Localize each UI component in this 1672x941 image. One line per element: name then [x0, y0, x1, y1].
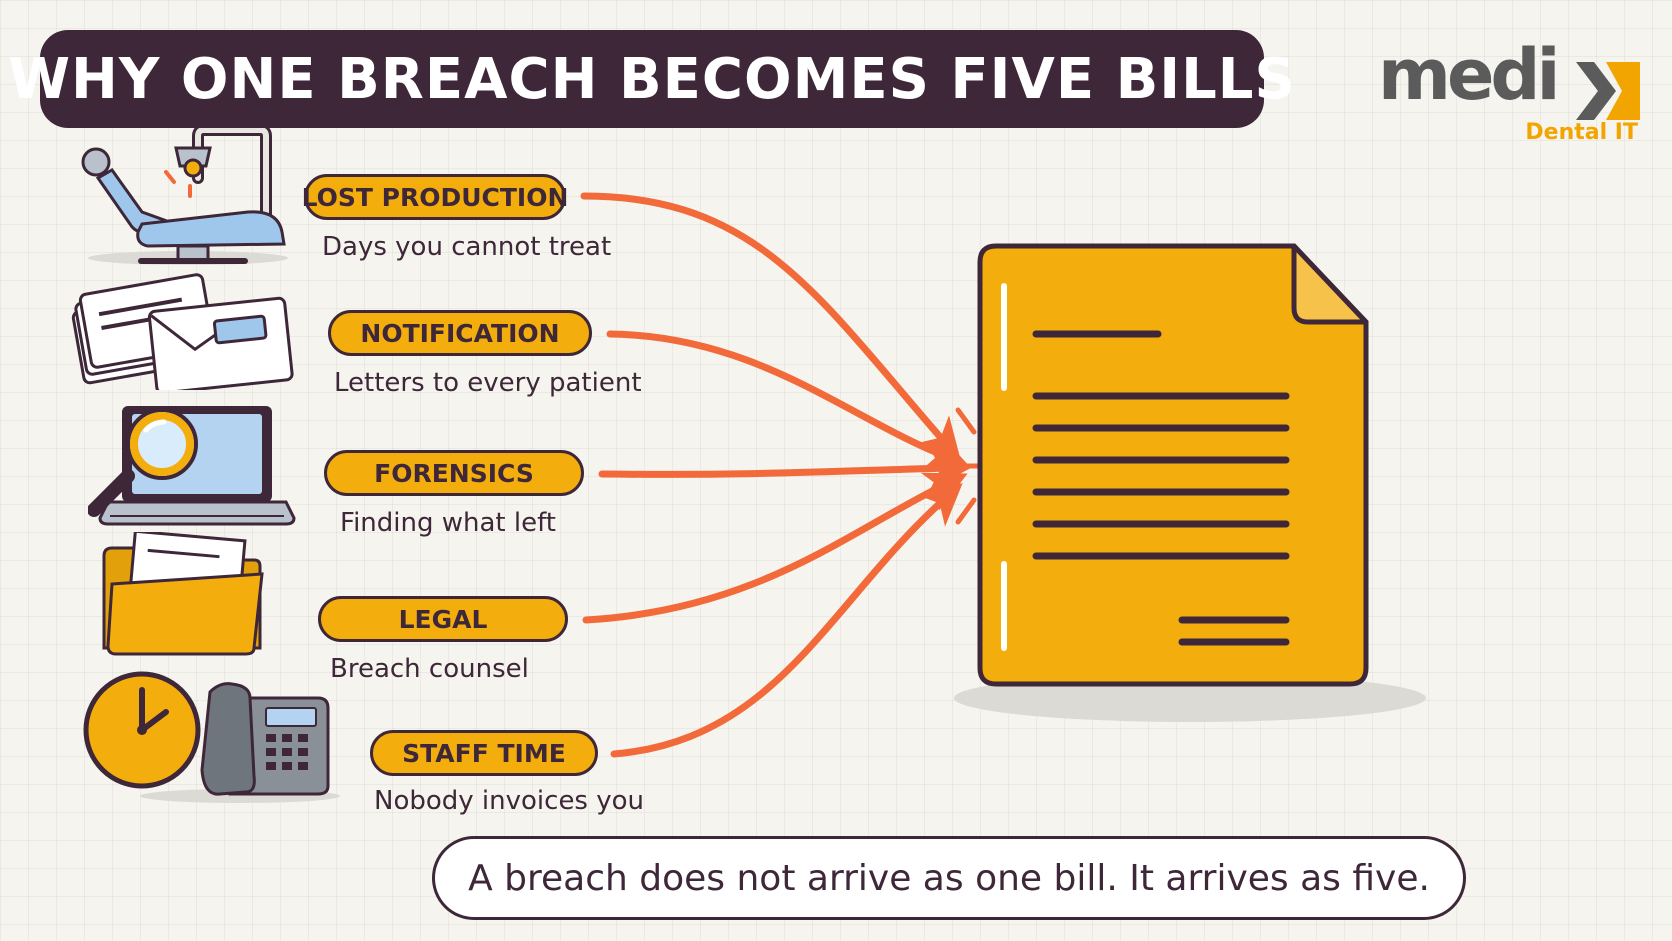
- logo-subtitle: Dental IT: [1525, 120, 1638, 145]
- page-title: WHY ONE BREACH BECOMES FIVE BILLS: [8, 46, 1296, 112]
- cost-pill-forensics: FORENSICS: [324, 450, 584, 496]
- cost-desc-staff-time: Nobody invoices you: [374, 786, 645, 816]
- folder-icon: [102, 532, 264, 656]
- cost-desc-forensics: Finding what left: [340, 508, 556, 538]
- cost-pill-notification: NOTIFICATION: [328, 310, 592, 356]
- logo-x-mark: [1576, 62, 1640, 120]
- arrow-staff-time: [610, 483, 963, 758]
- logo-wordmark: medi: [1378, 34, 1561, 116]
- cost-pill-staff-time: STAFF TIME: [370, 730, 598, 776]
- cost-pill-legal: LEGAL: [318, 596, 568, 642]
- clock-phone-icon: [83, 671, 340, 803]
- envelopes-icon: [71, 273, 294, 390]
- cost-desc-legal: Breach counsel: [330, 654, 529, 684]
- dental-chair-icon: [81, 128, 288, 265]
- cost-desc-lost-production: Days you cannot treat: [322, 232, 612, 262]
- arrow-lost-production: [580, 192, 961, 461]
- arrow-legal: [582, 472, 968, 624]
- title-banner: WHY ONE BREACH BECOMES FIVE BILLS: [8, 30, 1295, 128]
- summary-callout: A breach does not arrive as one bill. It…: [432, 836, 1466, 920]
- cost-desc-notification: Letters to every patient: [334, 368, 642, 398]
- arrow-forensics: [598, 447, 972, 490]
- arrow-notification: [606, 330, 969, 470]
- laptop-magnifier-icon: [88, 406, 296, 526]
- cost-pill-lost-production: LOST PRODUCTION: [302, 174, 568, 220]
- medix-logo: medi Dental IT: [1378, 40, 1640, 148]
- bill-document-icon: [954, 243, 1426, 722]
